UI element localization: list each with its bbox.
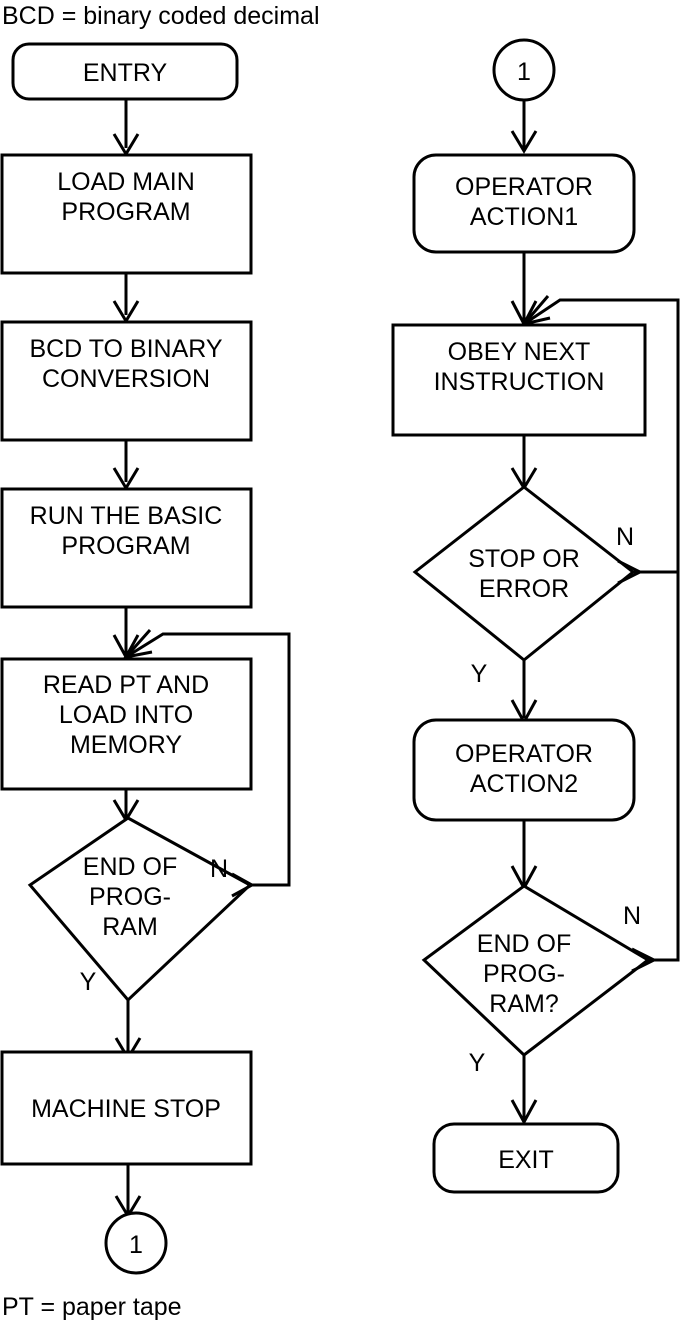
node-end-of-program-line1: END OF	[83, 853, 177, 881]
node-obey-next-instruction-line2: INSTRUCTION	[434, 368, 605, 396]
branch-label-end-of-program-yes: Y	[80, 968, 97, 996]
node-exit-label: EXIT	[498, 1146, 554, 1174]
node-operator-action2-line1: OPERATOR	[455, 740, 593, 768]
branch-label-end-of-program-q-yes: Y	[469, 1049, 486, 1077]
arrowhead-operator-action1	[510, 130, 538, 154]
node-run-basic-program-line1: RUN THE BASIC	[30, 502, 223, 530]
node-obey-next-instruction-line1: OBEY NEXT	[448, 338, 591, 366]
node-load-main-program-line1: LOAD MAIN	[57, 168, 195, 196]
node-end-of-program-line3: RAM	[102, 913, 158, 941]
node-read-pt-line3: MEMORY	[70, 731, 182, 759]
node-stop-or-error-decision[interactable]	[412, 485, 636, 662]
node-connector-out[interactable]	[104, 1211, 168, 1275]
node-connector-in-label: 1	[517, 58, 531, 86]
node-stop-or-error-line2: ERROR	[479, 575, 569, 603]
node-end-of-program-line2: PROG-	[89, 883, 171, 911]
node-connector-out-label: 1	[129, 1231, 143, 1259]
node-exit[interactable]	[432, 1122, 620, 1194]
node-machine-stop[interactable]	[0, 1050, 253, 1166]
node-operator-action1-line1: OPERATOR	[455, 173, 593, 201]
node-entry-label: ENTRY	[83, 59, 168, 87]
legend-note-pt: PT = paper tape	[2, 1293, 182, 1321]
edge-loop-right-no-branches	[523, 298, 680, 962]
node-operator-action1-line2: ACTION1	[470, 203, 578, 231]
node-operator-action2-line2: ACTION2	[470, 770, 578, 798]
arrowhead-exit	[510, 1099, 538, 1126]
node-bcd-to-binary[interactable]	[0, 320, 253, 442]
node-end-of-program-q-line2: PROG-	[483, 960, 565, 988]
arrowhead-end-of-program-q-no	[631, 947, 658, 973]
node-stop-or-error-line1: STOP OR	[468, 545, 580, 573]
node-load-main-program-line2: PROGRAM	[61, 198, 190, 226]
node-read-pt-line2: LOAD INTO	[59, 701, 193, 729]
node-obey-next-instruction[interactable]	[391, 323, 647, 437]
node-run-basic-program-line2: PROGRAM	[61, 532, 190, 560]
node-read-pt-line1: READ PT AND	[43, 671, 209, 699]
branch-label-end-of-program-q-no: N	[623, 902, 641, 930]
edge-loop-end-of-program-no	[125, 632, 291, 887]
node-end-of-program-q-line1: END OF	[477, 930, 571, 958]
branch-label-stop-error-yes: Y	[471, 660, 488, 688]
arrowhead-stop-error-no	[617, 559, 644, 585]
node-bcd-to-binary-line1: BCD TO BINARY	[29, 335, 222, 363]
branch-label-stop-error-no: N	[616, 523, 634, 551]
node-bcd-to-binary-line2: CONVERSION	[42, 365, 210, 393]
legend-note-bcd: BCD = binary coded decimal	[2, 2, 320, 30]
node-end-of-program-q-line3: RAM?	[489, 990, 558, 1018]
node-load-main-program[interactable]	[0, 153, 253, 275]
arrowhead-end-of-program-no	[231, 872, 256, 898]
node-machine-stop-label: MACHINE STOP	[31, 1095, 221, 1123]
branch-label-end-of-program-no: N	[210, 855, 228, 883]
arrowhead-loop-into-read-pt	[121, 629, 153, 660]
